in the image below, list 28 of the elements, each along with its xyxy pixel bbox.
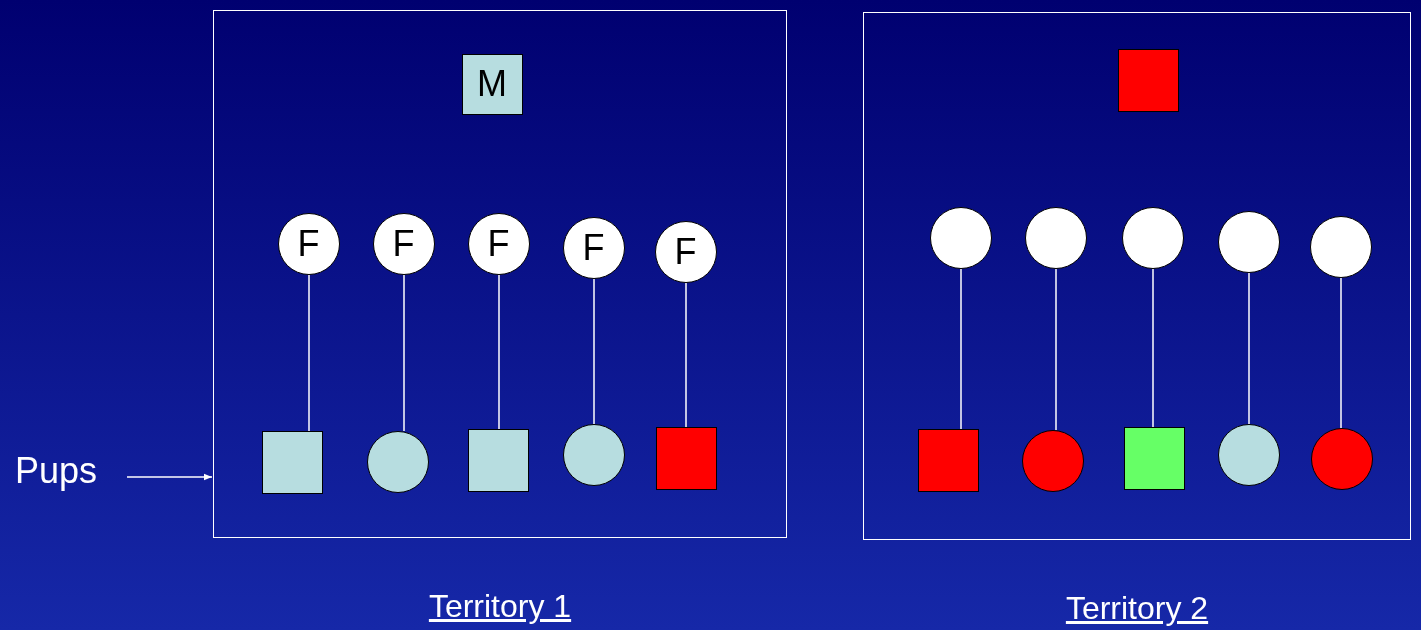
connector-line bbox=[960, 268, 962, 430]
female-circle: F bbox=[562, 216, 625, 279]
territory-frame bbox=[863, 12, 1411, 540]
territory-frame bbox=[213, 10, 787, 538]
female-circle: F bbox=[277, 212, 340, 275]
pup-square bbox=[467, 428, 529, 492]
connector-line bbox=[498, 274, 500, 430]
arrow bbox=[126, 473, 213, 481]
connector-line bbox=[1152, 268, 1154, 428]
male-square: M bbox=[461, 53, 523, 115]
connector-line bbox=[403, 274, 405, 432]
pup-square bbox=[1123, 426, 1185, 490]
connector-line bbox=[1055, 268, 1057, 431]
connector-line bbox=[308, 274, 310, 432]
pup-square bbox=[261, 430, 323, 494]
territory-caption: Territory 2 bbox=[1065, 590, 1209, 627]
connector-line bbox=[593, 278, 595, 425]
territory-caption: Territory 1 bbox=[428, 588, 572, 625]
female-circle: F bbox=[372, 212, 435, 275]
pup-square bbox=[917, 428, 979, 492]
male-square bbox=[1117, 48, 1179, 112]
pup-square bbox=[655, 426, 717, 490]
connector-line bbox=[1340, 277, 1342, 429]
female-circle: F bbox=[467, 212, 530, 275]
female-circle: F bbox=[654, 220, 717, 283]
connector-line bbox=[685, 282, 687, 428]
pups-label: Pups bbox=[15, 448, 125, 494]
connector-line bbox=[1248, 272, 1250, 425]
